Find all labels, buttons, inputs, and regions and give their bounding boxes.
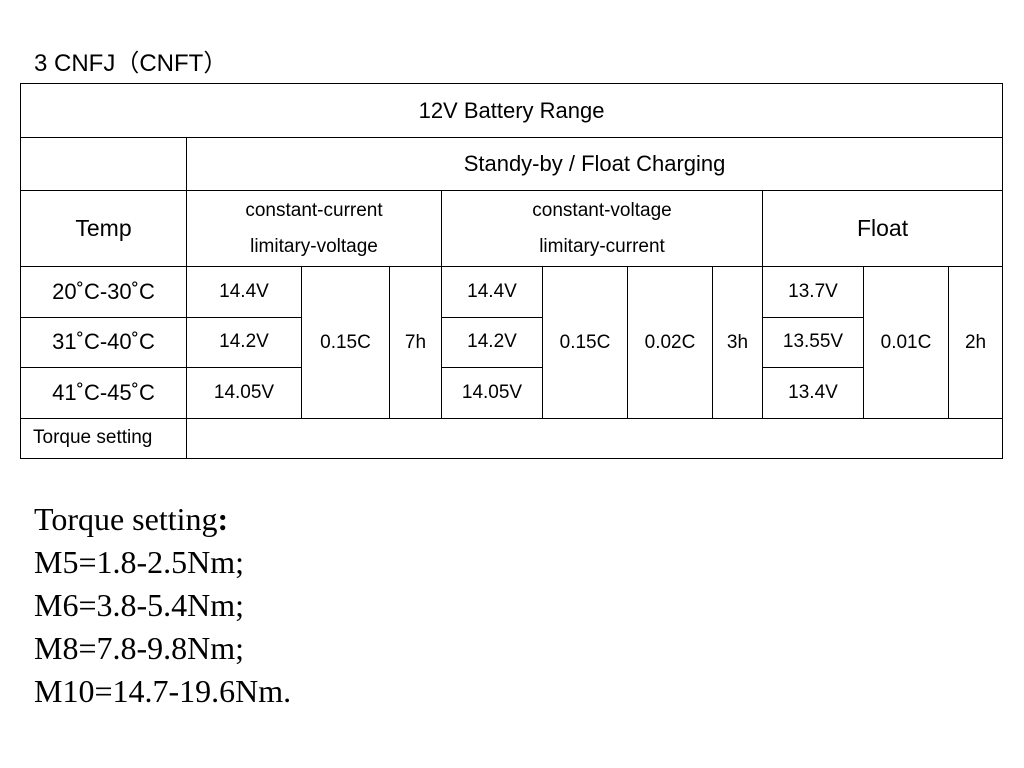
temp-cell: 41˚C-45˚C	[20, 366, 187, 419]
float-voltage-cell: 13.55V	[762, 316, 864, 368]
table-title-row: 12V Battery Range	[19, 82, 1004, 139]
group-header-row: Standy-by / Float Charging	[20, 137, 1004, 192]
torque-notes-colon: :	[217, 501, 229, 537]
cv-voltage-cell: 14.05V	[441, 366, 543, 419]
cv-voltage-cell: 14.4V	[441, 266, 543, 318]
battery-charging-table: 12V Battery Range Standy-by / Float Char…	[19, 82, 1004, 460]
float-voltage-cell: 13.7V	[762, 266, 864, 318]
float-header: Float	[761, 190, 1004, 268]
group-header: Standy-by / Float Charging	[185, 137, 1004, 192]
table-row: 41˚C-45˚C 14.05V 14.05V 13.4V	[20, 366, 1003, 419]
cc-time-cell: 7h	[389, 266, 442, 419]
document-heading: 3 CNFJ（CNFT）	[34, 50, 228, 77]
cv-mode-line2: limitary-current	[539, 235, 665, 257]
torque-value-cell	[185, 417, 1004, 460]
cv-time-cell: 3h	[712, 266, 763, 419]
cc-voltage-cell: 14.2V	[186, 316, 302, 368]
cv-mode-line1: constant-voltage	[532, 199, 672, 221]
float-time-cell: 2h	[947, 266, 1004, 419]
table-row: 31˚C-40˚C 14.2V 14.2V 13.55V	[20, 316, 1003, 368]
torque-line: M8=7.8-9.8Nm;	[34, 630, 245, 666]
mode-header-row: Temp constant-current limitary-voltage c…	[20, 190, 1004, 268]
empty-corner-cell	[20, 137, 187, 192]
cc-voltage-cell: 14.05V	[186, 366, 302, 419]
torque-line: M5=1.8-2.5Nm;	[34, 544, 245, 580]
torque-label-cell: Torque setting	[20, 417, 187, 460]
torque-line: M6=3.8-5.4Nm;	[34, 587, 245, 623]
float-voltage-cell: 13.4V	[762, 366, 864, 419]
torque-notes: Torque setting: M5=1.8-2.5Nm; M6=3.8-5.4…	[34, 498, 291, 713]
torque-notes-title: Torque setting:	[34, 498, 291, 541]
cv-end-current-cell: 0.02C	[627, 266, 713, 419]
table-title: 12V Battery Range	[19, 82, 1004, 139]
temp-cell: 31˚C-40˚C	[20, 316, 187, 368]
torque-line: M10=14.7-19.6Nm.	[34, 673, 292, 709]
cv-current-cell: 0.15C	[542, 266, 628, 419]
temp-header: Temp	[20, 190, 187, 268]
cc-current-cell: 0.15C	[301, 266, 390, 419]
torque-row: Torque setting	[20, 417, 1004, 460]
table-row: 20˚C-30˚C 14.4V 0.15C 7h 14.4V 0.15C 0.0…	[20, 266, 1004, 419]
cv-mode-header: constant-voltage limitary-current	[441, 190, 763, 268]
temp-cell: 20˚C-30˚C	[20, 266, 187, 318]
cv-voltage-cell: 14.2V	[441, 316, 543, 368]
cc-mode-line2: limitary-voltage	[250, 235, 378, 257]
float-current-cell: 0.01C	[863, 266, 949, 419]
cc-mode-header: constant-current limitary-voltage	[186, 190, 442, 268]
cc-mode-line1: constant-current	[245, 199, 383, 221]
torque-notes-title-text: Torque setting	[34, 501, 218, 537]
cc-voltage-cell: 14.4V	[186, 266, 302, 318]
